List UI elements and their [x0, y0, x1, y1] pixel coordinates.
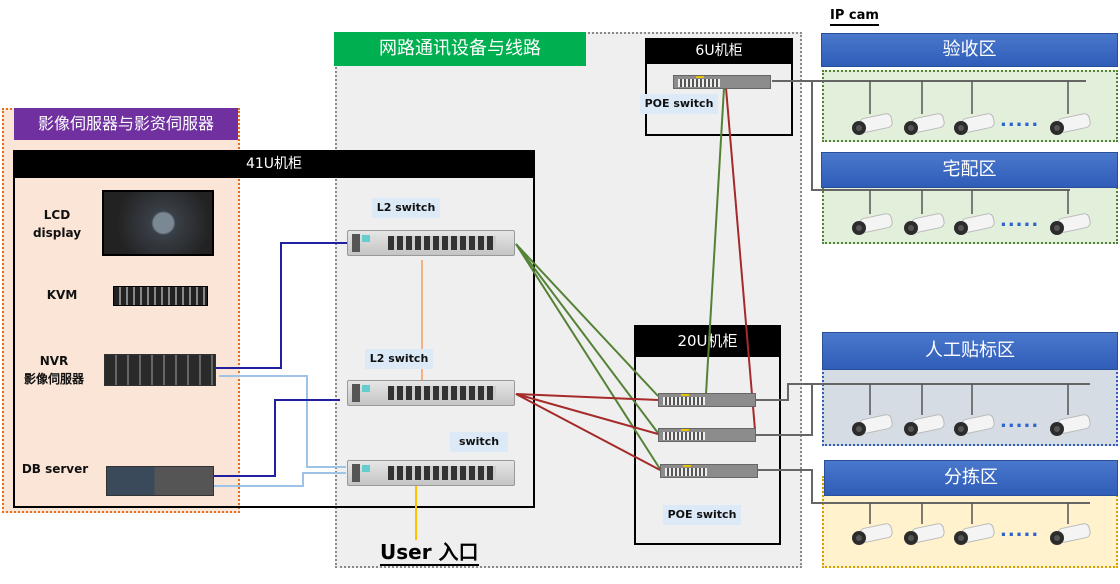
link-green-3 [515, 243, 661, 470]
zone-labeling-header: 人工贴标区 [822, 332, 1118, 370]
link-red-1 [515, 393, 659, 401]
poe-switch-6u-tag: POE switch [640, 94, 718, 114]
ip-camera-icon [902, 413, 945, 436]
trunk-delivery [811, 81, 1070, 191]
network-group-title: 网路通讯设备与线路 [334, 32, 586, 66]
ip-camera-icon [1048, 212, 1091, 235]
ip-camera-icon [952, 212, 995, 235]
lcd-display-image [102, 190, 214, 256]
link-green-2 [515, 243, 659, 434]
zone-acceptance-header: 验收区 [821, 33, 1118, 67]
l2-switch-1-tag: L2 switch [372, 198, 440, 218]
ip-camera-icon [850, 522, 893, 545]
user-entry-label: User 入口 [380, 540, 479, 566]
lcd-display-label: LCD display [32, 208, 82, 240]
ip-camera-icon [902, 112, 945, 135]
l2-switch-1 [347, 230, 515, 256]
ip-camera-icon [1048, 413, 1091, 436]
link-db-l2switch2 [211, 399, 340, 477]
switch-3 [347, 460, 515, 486]
db-server-label: DB server [21, 462, 89, 476]
rack-6u-title: 6U机柜 [645, 38, 793, 64]
servers-group-title: 影像伺服器与影资伺服器 [14, 108, 238, 140]
link-red-3 [515, 393, 661, 471]
more-cameras-ellipsis: ..... [1000, 210, 1040, 231]
ip-camera-icon [952, 522, 995, 545]
link-6u-red [725, 87, 756, 431]
l2-switch-2-tag: L2 switch [365, 349, 433, 369]
poe-switch-20u-tag: POE switch [663, 505, 741, 525]
link-nvr-l2switch1 [215, 242, 348, 369]
poe-switch-6u [673, 75, 771, 89]
link-6u-green [705, 87, 725, 395]
ip-cam-label: IP cam [830, 8, 879, 26]
link-green-1 [515, 243, 659, 397]
kvm-label: KVM [46, 288, 78, 302]
zone-sorting-header: 分拣区 [824, 460, 1118, 496]
more-cameras-ellipsis: ..... [1000, 411, 1040, 432]
ip-camera-icon [850, 413, 893, 436]
ip-camera-icon [902, 212, 945, 235]
l2-switch-2 [347, 380, 515, 406]
more-cameras-ellipsis: ..... [1000, 520, 1040, 541]
ip-camera-icon [850, 112, 893, 135]
poe-switch-20u-2 [658, 428, 756, 442]
ip-camera-icon [1048, 112, 1091, 135]
link-db-switch3 [211, 472, 346, 487]
link-nvr-switch3 [219, 375, 346, 468]
db-server-image [106, 466, 214, 496]
zone-delivery-header: 宅配区 [821, 152, 1118, 188]
link-red-2 [515, 393, 659, 435]
trunk-labeling [756, 383, 1090, 401]
poe-switch-20u-3 [660, 464, 758, 478]
ip-camera-icon [1048, 522, 1091, 545]
ip-camera-icon [902, 522, 945, 545]
nvr-label: NVR 影像伺服器 [23, 354, 84, 386]
nvr-server-image [104, 354, 216, 386]
poe-switch-20u-1 [658, 393, 756, 407]
rack-41u-title: 41U机柜 [13, 150, 535, 178]
switch-3-tag: switch [450, 432, 508, 452]
more-cameras-ellipsis: ..... [1000, 110, 1040, 131]
kvm-image [113, 286, 208, 306]
trunk-sorting [756, 469, 1090, 504]
ip-camera-icon [952, 112, 995, 135]
ip-camera-icon [952, 413, 995, 436]
ip-camera-icon [850, 212, 893, 235]
